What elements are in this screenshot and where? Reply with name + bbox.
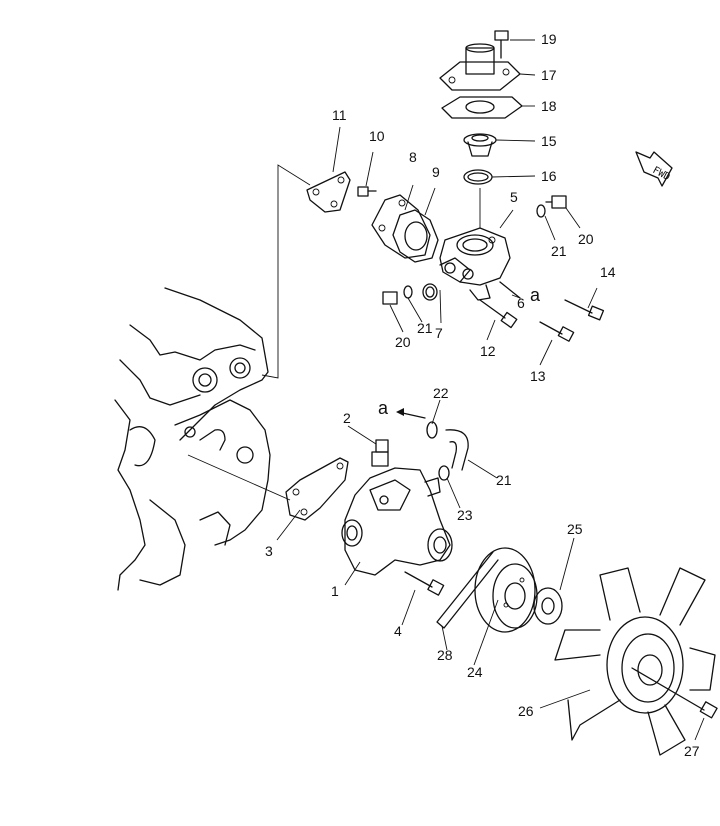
bolt-27 — [631, 667, 718, 719]
callout-1: 1 — [331, 583, 339, 599]
leader-lines — [276, 39, 705, 741]
water-pump-1 — [341, 451, 453, 576]
callout-13: 13 — [530, 368, 546, 384]
callout-8: 8 — [409, 149, 417, 165]
callout-21-left: 21 — [417, 320, 433, 336]
gasket-18 — [441, 96, 523, 119]
ref-mark-upper: a — [530, 285, 541, 305]
washer-21-left — [403, 285, 413, 299]
bolt-19 — [494, 30, 509, 59]
gasket-9 — [392, 209, 439, 263]
fwd-label: FWD — [651, 165, 672, 183]
gasket-11 — [306, 171, 351, 213]
callout-6: 6 — [517, 295, 525, 311]
clamp-23-lower — [438, 465, 450, 481]
callout-2: 2 — [343, 410, 351, 426]
callout-14: 14 — [600, 264, 616, 280]
plug-7 — [422, 283, 438, 301]
callout-10: 10 — [369, 128, 385, 144]
plug-2 — [375, 439, 389, 453]
clamp-23-upper — [426, 421, 438, 439]
water-outlet-17 — [439, 43, 521, 91]
engine-block — [114, 287, 291, 591]
callout-21-right: 21 — [551, 243, 567, 259]
callout-20-left: 20 — [395, 334, 411, 350]
callout-15: 15 — [541, 133, 557, 149]
callout-22: 21 — [496, 472, 512, 488]
callout-17: 17 — [541, 67, 557, 83]
callout-4: 4 — [394, 623, 402, 639]
callout-labels: 19 17 18 15 16 5 6 7 8 9 10 11 12 13 14 … — [265, 31, 700, 759]
bolt-14 — [564, 299, 605, 321]
callout-9: 9 — [432, 164, 440, 180]
thermostat-housing-5 — [439, 227, 511, 301]
callout-18: 18 — [541, 98, 557, 114]
bolt-13 — [539, 321, 575, 342]
callout-5: 5 — [510, 189, 518, 205]
callout-24: 24 — [467, 664, 483, 680]
bolt-4 — [404, 571, 445, 596]
callout-26: 26 — [518, 703, 534, 719]
plug-20-left — [382, 291, 398, 305]
fwd-arrow-icon: FWD — [635, 151, 673, 187]
ref-mark-lower: a — [378, 398, 389, 418]
callout-27: 27 — [684, 743, 700, 759]
callout-3: 3 — [265, 543, 273, 559]
pulley-24 — [474, 547, 538, 633]
callout-12: 12 — [480, 343, 496, 359]
callout-25: 25 — [567, 521, 583, 537]
spacer-25 — [533, 587, 563, 625]
plug-20-right — [545, 195, 567, 209]
callout-16: 16 — [541, 168, 557, 184]
washer-21-right — [536, 204, 546, 218]
ref-arrow-upper — [499, 281, 521, 299]
callout-11: 11 — [332, 107, 347, 123]
bolt-10 — [357, 186, 377, 197]
fan-26 — [554, 567, 716, 756]
v-belt-28 — [436, 551, 499, 629]
callout-28: 28 — [437, 647, 453, 663]
callout-20-right: 20 — [578, 231, 594, 247]
o-ring-16 — [463, 169, 493, 185]
callout-23-upper: 22 — [433, 385, 449, 401]
hose-22 — [445, 429, 469, 471]
bolt-12 — [479, 299, 518, 329]
callout-7: 7 — [435, 325, 443, 341]
gasket-3 — [285, 457, 349, 521]
leader-line — [261, 164, 311, 379]
cover-plate-8 — [371, 194, 431, 259]
callout-23-lower: 23 — [457, 507, 473, 523]
callout-19: 19 — [541, 31, 557, 47]
thermostat-15 — [463, 133, 497, 157]
ref-arrowhead-lower — [396, 408, 404, 416]
